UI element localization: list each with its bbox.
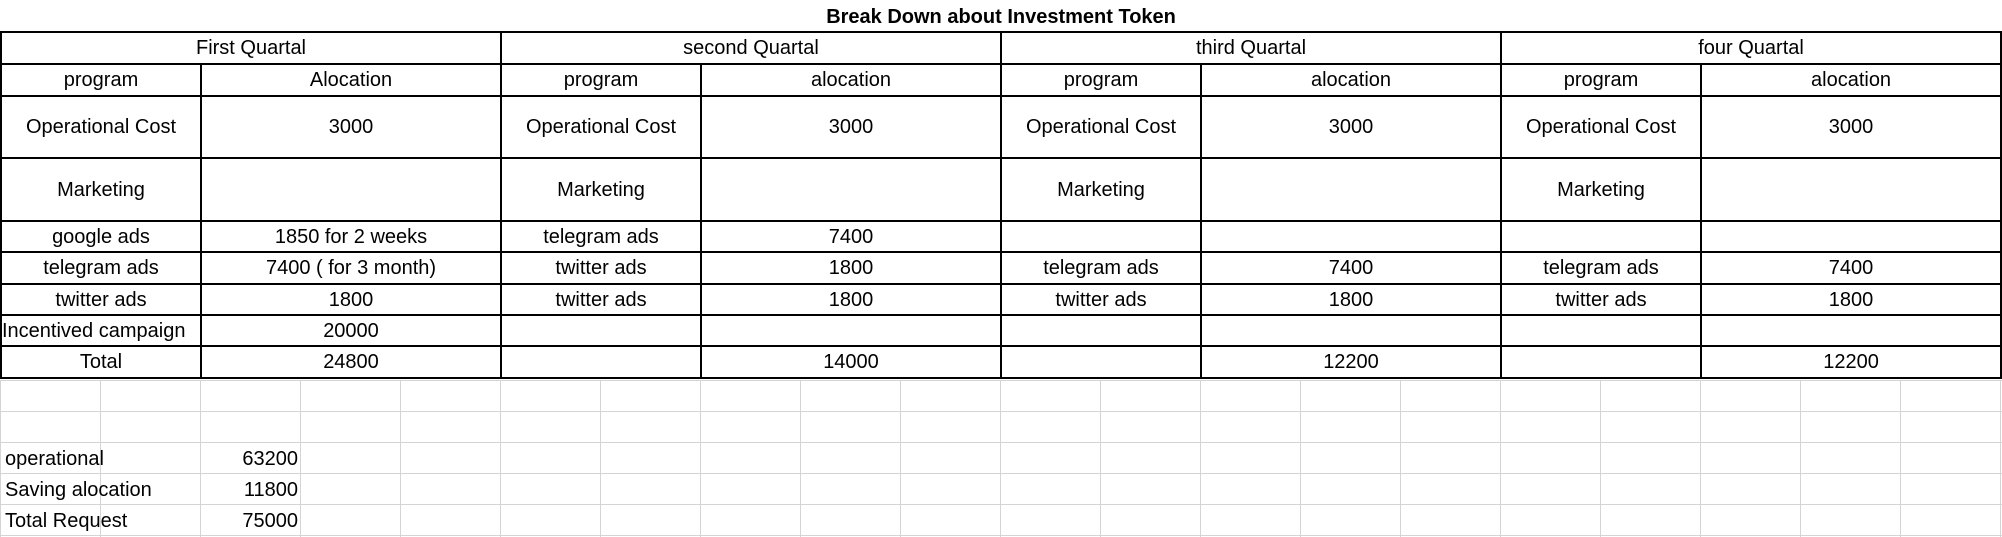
total-row: Total 24800 14000 12200 12200 [0,345,2002,379]
total-value: 14000 [700,345,1002,379]
allocation-cell [1699,220,2002,253]
quarter-1-header: First Quartal [0,31,502,65]
program-cell: twitter ads [1500,283,1702,316]
summary-saving-label: Saving alocation [5,479,152,501]
summary-total-request-value: 75000 [242,510,298,532]
program-cell: telegram ads [1000,251,1202,285]
program-cell [1500,314,1702,347]
allocation-cell: 3000 [200,95,502,159]
total-value: 12200 [1699,345,2002,379]
quarter-3-header: third Quartal [1000,31,1502,65]
table-row: telegram ads 7400 ( for 3 month) twitter… [0,251,2002,285]
allocation-cell: 1800 [700,283,1002,316]
allocation-cell: 20000 [200,314,502,347]
allocation-cell: 7400 [1200,251,1502,285]
allocation-cell [700,314,1002,347]
allocation-cell: 7400 [1699,251,2002,285]
table-row: Operational Cost 3000 Operational Cost 3… [0,95,2002,159]
table-row: Marketing Marketing Marketing Marketing [0,157,2002,222]
allocation-cell: 1800 [200,283,502,316]
program-header: program [1000,63,1202,97]
program-cell: Marketing [500,157,702,222]
allocation-cell: 1800 [700,251,1002,285]
investment-breakdown-table: Break Down about Investment Token First … [0,2,2002,379]
program-cell: Marketing [1000,157,1202,222]
program-cell: twitter ads [500,251,702,285]
summary-saving-value: 11800 [243,479,298,501]
summary-operational-label: operational [5,448,104,470]
program-cell: Marketing [0,157,202,222]
quarter-2-header: second Quartal [500,31,1002,65]
allocation-cell: 1850 for 2 weeks [200,220,502,253]
program-cell: telegram ads [500,220,702,253]
allocation-cell: 7400 [700,220,1002,253]
allocation-cell: 3000 [700,95,1002,159]
allocation-header: alocation [700,63,1002,97]
program-cell [500,345,702,379]
program-cell: Operational Cost [500,95,702,159]
allocation-cell: 3000 [1699,95,2002,159]
column-header-row: program Alocation program alocation prog… [0,63,2002,97]
allocation-cell: 3000 [1200,95,1502,159]
program-cell: Operational Cost [1500,95,1702,159]
total-value: 24800 [200,345,502,379]
allocation-cell [1200,157,1502,222]
allocation-cell [1699,157,2002,222]
quarter-4-header: four Quartal [1499,31,2002,65]
allocation-cell [1200,220,1502,253]
allocation-cell [700,157,1002,222]
summary-total-request-label: Total Request [5,510,128,532]
allocation-cell: 7400 ( for 3 month) [200,251,502,285]
sheet-title: Break Down about Investment Token [1,2,2002,32]
program-cell: Operational Cost [0,95,202,159]
program-cell [1000,220,1202,253]
program-cell: Incentived campaign [0,314,202,347]
table-row: twitter ads 1800 twitter ads 1800 twitte… [0,283,2002,316]
quarter-header-row: First Quartal second Quartal third Quart… [0,31,2002,65]
table-row: google ads 1850 for 2 weeks telegram ads… [0,220,2002,253]
program-header: program [500,63,702,97]
total-label: Total [0,345,202,379]
program-cell: twitter ads [0,283,202,316]
program-cell: telegram ads [0,251,202,285]
program-header: program [0,63,202,97]
allocation-cell: 1800 [1200,283,1502,316]
total-value: 12200 [1200,345,1502,379]
program-cell: telegram ads [1500,251,1702,285]
allocation-header: alocation [1200,63,1502,97]
allocation-cell [200,157,502,222]
program-cell: twitter ads [1000,283,1202,316]
program-cell: Marketing [1500,157,1702,222]
allocation-cell [1200,314,1502,347]
allocation-cell: 1800 [1699,283,2002,316]
program-cell [1500,220,1702,253]
program-cell [1000,345,1202,379]
allocation-cell [1699,314,2002,347]
table-row: Incentived campaign 20000 [0,314,2002,347]
allocation-header: alocation [1699,63,2002,97]
program-header: program [1500,63,1702,97]
program-cell: twitter ads [500,283,702,316]
program-cell [500,314,702,347]
program-cell: google ads [0,220,202,253]
program-cell: Operational Cost [1000,95,1202,159]
allocation-header: Alocation [200,63,502,97]
summary-operational-value: 63200 [242,448,298,470]
program-cell [1000,314,1202,347]
program-cell [1500,345,1702,379]
